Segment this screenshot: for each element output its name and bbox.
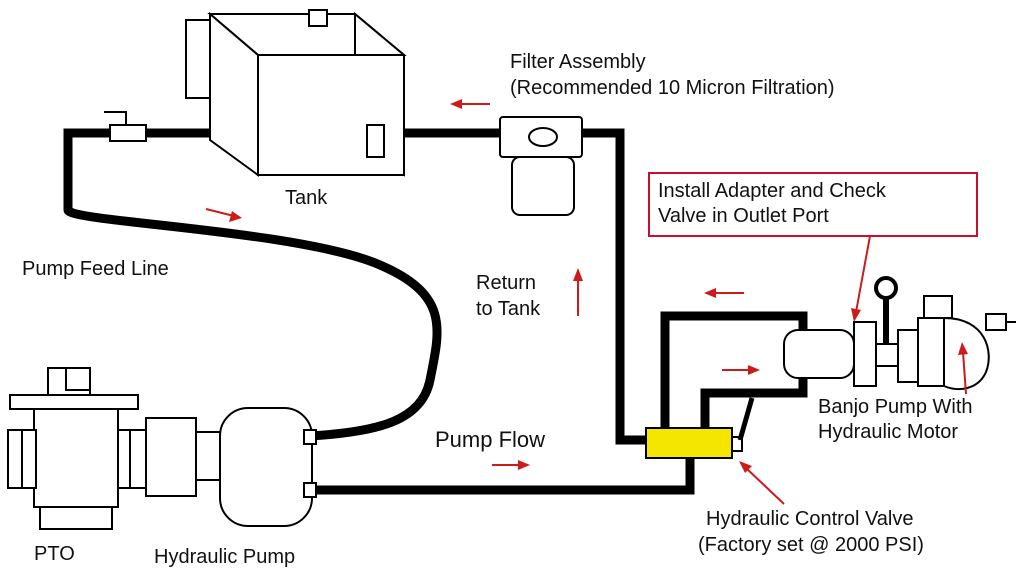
return-to-tank-line1: Return	[476, 272, 536, 294]
banjo-pump-line1: Banjo Pump With	[818, 396, 973, 418]
pto-top-stub	[65, 367, 91, 391]
pto-label: PTO	[34, 543, 75, 565]
pump-feed-line-label: Pump Feed Line	[22, 258, 169, 280]
tank-label: Tank	[285, 187, 328, 209]
hydraulic-pump	[195, 407, 317, 527]
filter-assembly-label-line1: Filter Assembly	[510, 51, 646, 73]
adapter-note-line1: Install Adapter and Check	[658, 180, 887, 202]
adapter-note-line2: Valve in Outlet Port	[658, 205, 829, 227]
filter-assembly	[499, 116, 583, 216]
shutoff-valve	[104, 111, 147, 142]
motor-lift-ring	[874, 276, 898, 300]
tank-side-plate	[185, 19, 211, 99]
motor-shaft-coupling	[875, 343, 899, 367]
control-valve-label: Hydraulic Control Valve (Factory set @ 2…	[698, 508, 924, 556]
pump-inlet-port	[303, 429, 317, 445]
pointer-control-valve	[739, 461, 785, 505]
hydraulic-motor	[783, 329, 855, 379]
pump-volute-face	[917, 317, 945, 387]
pto-left-collar	[21, 429, 37, 489]
control-valve-line1: Hydraulic Control Valve	[706, 508, 914, 530]
flow-arrows	[205, 99, 968, 505]
pto: PTO	[7, 367, 197, 565]
pump-inlet	[923, 295, 953, 319]
arrow-return-to-tank-top	[450, 99, 490, 109]
tank: Tank	[185, 9, 407, 209]
arrow-motor-return	[704, 288, 744, 298]
pump-flow-pipe	[315, 454, 695, 495]
return-line-pipe-2	[582, 128, 646, 445]
pump-outlet-port	[303, 482, 317, 498]
filter-assembly-label: Filter Assembly (Recommended 10 Micron F…	[510, 51, 835, 99]
shutoff-valve-body	[109, 124, 147, 142]
adapter-note-box	[648, 172, 978, 237]
arrow-motor-supply	[722, 365, 760, 375]
pump-coupling	[195, 431, 223, 481]
motor-return-pipe	[660, 311, 808, 428]
pump-feed-line-pipe	[63, 128, 442, 441]
motor-supply-pipe	[700, 378, 808, 428]
pump-flow-label: Pump Flow	[435, 427, 545, 452]
pointer-banjo-pump	[958, 342, 968, 395]
shutoff-valve-handle	[104, 111, 127, 125]
pto-top-flange	[9, 394, 139, 410]
filter-assembly-label-line2: (Recommended 10 Micron Filtration)	[510, 77, 835, 99]
pump-discharge	[985, 313, 1007, 331]
control-valve-body	[645, 427, 733, 459]
tank-sight-gauge	[366, 124, 385, 158]
return-to-tank-label: Return to Tank	[476, 272, 541, 320]
pto-adapter	[145, 417, 197, 497]
hydraulic-pump-body	[219, 407, 313, 527]
banjo-pump	[783, 276, 1016, 390]
pto-right-collar	[117, 429, 131, 489]
control-valve-lever	[737, 397, 755, 441]
pump-collar	[897, 329, 919, 383]
arrow-pump-flow	[492, 460, 530, 470]
arrow-feed-line	[205, 208, 242, 222]
pto-housing	[33, 408, 119, 508]
control-valve-port	[731, 436, 743, 452]
control-valve-line2: (Factory set @ 2000 PSI)	[698, 534, 924, 556]
hydraulic-pump-label: Hydraulic Pump	[154, 546, 295, 568]
hydraulic-control-valve	[645, 397, 755, 459]
arrow-return-up	[573, 268, 583, 316]
pointer-adapter-note	[851, 235, 871, 322]
adapter-note: Install Adapter and Check Valve in Outle…	[648, 172, 978, 237]
banjo-pump-line2: Hydraulic Motor	[818, 421, 958, 443]
tank-cap	[308, 9, 328, 27]
motor-flange	[853, 321, 877, 387]
filter-port	[528, 127, 558, 147]
pto-base	[39, 506, 113, 530]
return-to-tank-line2: to Tank	[476, 298, 541, 320]
filter-canister	[511, 156, 575, 216]
banjo-pump-label: Banjo Pump With Hydraulic Motor	[818, 396, 973, 443]
pipes	[63, 128, 808, 495]
